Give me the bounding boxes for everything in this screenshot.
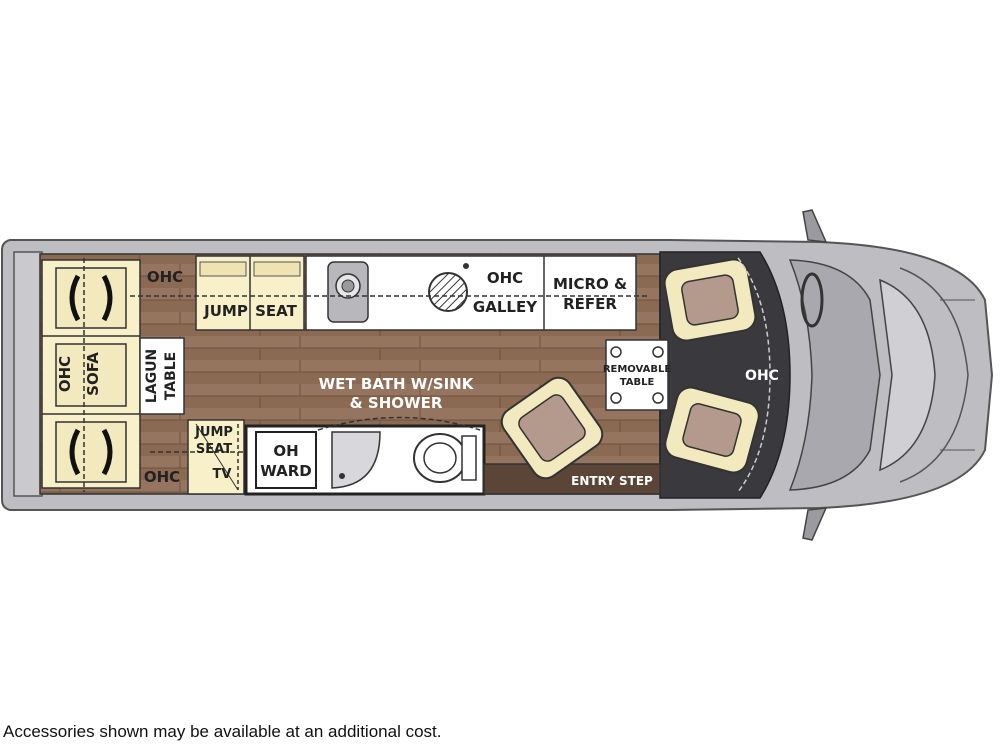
label-wet-bath: WET BATH W/SINK [319, 375, 475, 393]
windshield [879, 278, 936, 472]
label-ohc-rear-top: OHC [147, 268, 183, 286]
rear-seat-top [55, 267, 127, 329]
label-ohc-rear-bottom: OHC [144, 468, 180, 486]
label-shower: & SHOWER [350, 394, 443, 412]
label-jump-2: JUMP [194, 425, 233, 440]
stove-burner [428, 272, 468, 312]
steering-wheel [800, 272, 824, 328]
floorplan-diagram: OHC OHC OHC SOFA LAGUN TABLE JUMP SEAT J… [1, 209, 994, 541]
label-ward: WARD [260, 462, 311, 480]
hood-line-1 [899, 267, 969, 483]
label-lagun: LAGUN [144, 349, 160, 403]
label-micro: MICRO & [553, 275, 627, 293]
rear-seat-bottom [55, 421, 127, 483]
seatbelt-top [69, 274, 113, 322]
label-ohc-cab: OHC [745, 368, 779, 384]
label-tv: TV [213, 467, 232, 482]
driver-seat [663, 258, 757, 342]
sofa-cushion [55, 343, 127, 407]
mirror-top [802, 209, 828, 243]
caption: Accessories shown may be available at an… [3, 722, 442, 741]
label-lagun-table: TABLE [163, 352, 179, 400]
label-jump: JUMP [203, 302, 248, 320]
mirror-bottom [802, 507, 828, 541]
entry-step [483, 463, 661, 495]
label-galley: GALLEY [473, 298, 538, 316]
ward-box [255, 431, 317, 489]
label-oh: OH [273, 442, 298, 460]
label-ohc-sofa: OHC [56, 356, 74, 392]
label-seat-2: SEAT [196, 442, 232, 457]
label-removable: REMOVABLE [603, 364, 672, 375]
label-ohc-galley: OHC [487, 269, 523, 287]
seatbelt-bottom [69, 428, 113, 476]
label-removable-table: TABLE [620, 377, 655, 388]
lagun-table [139, 337, 185, 415]
label-entry-step: ENTRY STEP [571, 474, 653, 488]
rear-wall [13, 251, 43, 497]
label-sofa: SOFA [84, 352, 102, 396]
label-seat: SEAT [255, 302, 297, 320]
passenger-seat [664, 386, 760, 474]
jump-seat-tv [187, 419, 245, 495]
label-refer: REFER [563, 295, 617, 313]
dashboard [788, 259, 881, 491]
swivel-chair [500, 376, 604, 480]
